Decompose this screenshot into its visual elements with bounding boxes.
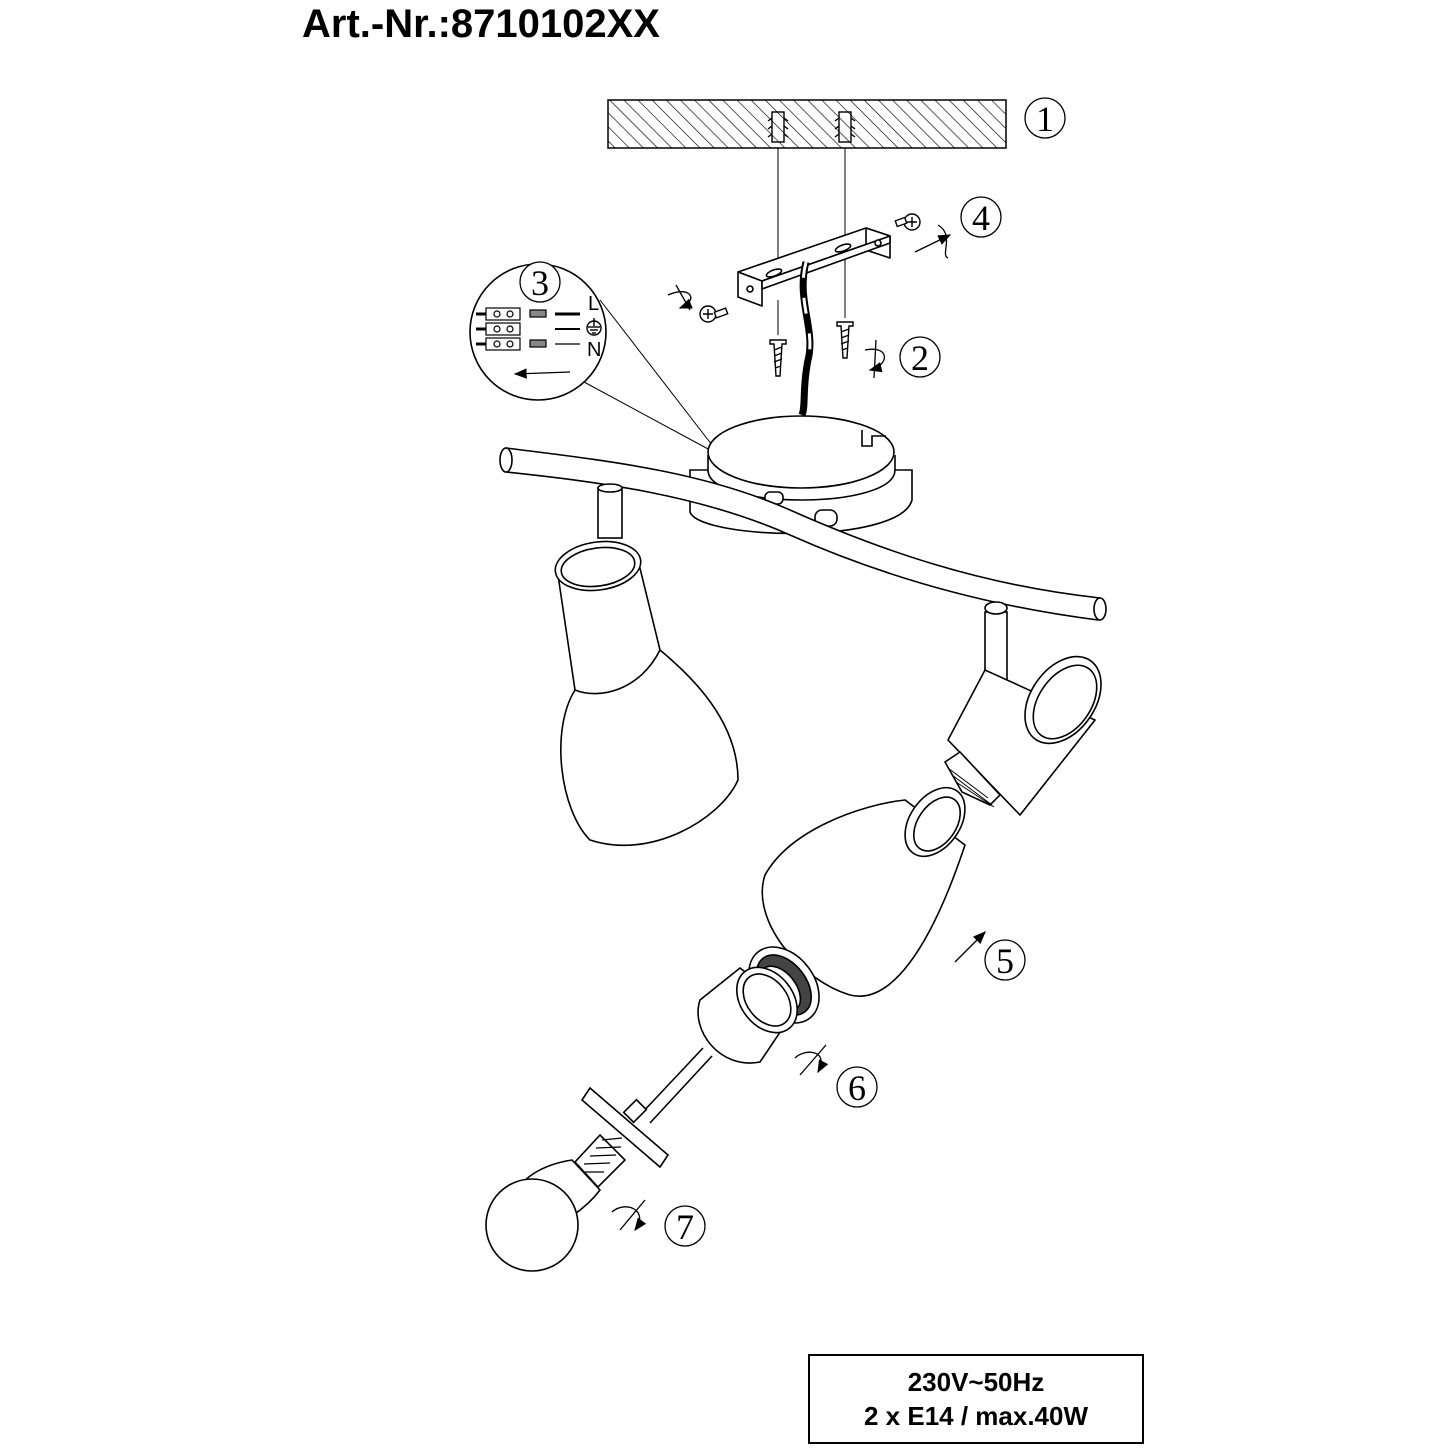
callout-7: 7: [664, 1205, 706, 1247]
wire-label-live: L: [588, 293, 599, 315]
rotation-arrow-icon: [611, 224, 952, 1232]
left-spotlight: [554, 483, 739, 846]
direction-arrow-icon: [954, 931, 986, 963]
right-spot-holder: [943, 601, 1102, 817]
callout-3: 3: [519, 261, 561, 303]
svg-text:4: 4: [972, 198, 990, 238]
wall-plug-icon: [767, 111, 856, 143]
light-bulb: [485, 1133, 627, 1272]
callout-1: 1: [1024, 97, 1066, 139]
electrical-specs: 230V~50Hz 2 x E14 / max.40W: [808, 1354, 1144, 1444]
wire-label-neutral: N: [587, 339, 601, 361]
svg-text:1: 1: [1036, 99, 1054, 139]
lamp-socket: [580, 966, 798, 1169]
machine-screw-icon: [699, 213, 921, 323]
spot-bar: [499, 447, 1107, 621]
callout-4: 4: [960, 196, 1002, 238]
ceiling: [607, 99, 1007, 149]
svg-text:2: 2: [911, 338, 929, 378]
callout-2: 2: [899, 336, 941, 378]
glass-shade: [761, 786, 966, 997]
svg-text:6: 6: [848, 1068, 866, 1108]
spec-bulbs: 2 x E14 / max.40W: [863, 1401, 1089, 1431]
guide-lines: [777, 148, 846, 335]
svg-text:5: 5: [996, 941, 1014, 981]
article-number: Art.-Nr.:8710102XX: [302, 2, 660, 46]
terminal-block-icon: [476, 307, 580, 351]
earth-ground-icon: [586, 318, 602, 336]
callout-5: 5: [984, 939, 1026, 981]
spec-voltage: 230V~50Hz: [907, 1367, 1045, 1397]
wood-screw-icon: [769, 321, 854, 377]
svg-text:7: 7: [676, 1207, 694, 1247]
mounting-bracket: [737, 227, 891, 307]
svg-text:3: 3: [531, 263, 549, 303]
callout-6: 6: [836, 1066, 878, 1108]
power-cable: [798, 261, 814, 417]
